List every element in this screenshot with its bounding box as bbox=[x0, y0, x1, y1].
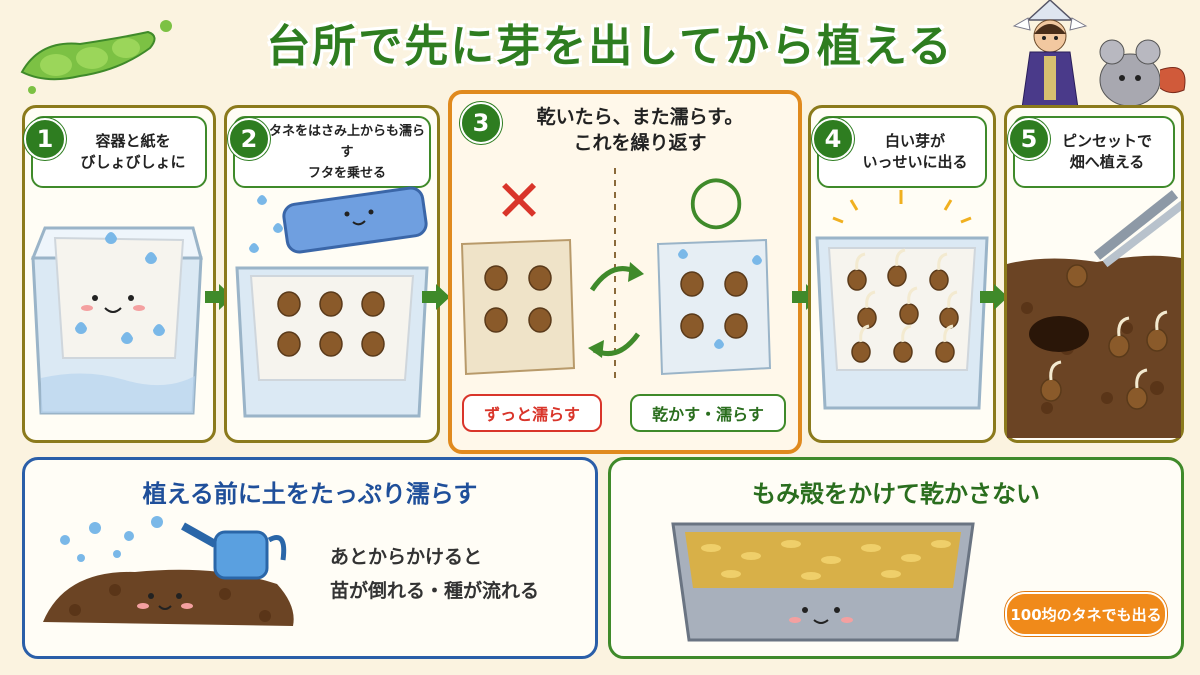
step-4-card: 白い芽が いっせいに出る bbox=[808, 105, 996, 443]
husk-tip-title: もみ殻をかけて乾かさない bbox=[752, 480, 1040, 508]
sprouts-container-illustration bbox=[815, 190, 989, 410]
husk-tip-panel: もみ殻をかけて乾かさない 100均のタネでも出る bbox=[608, 457, 1184, 659]
step-1-line-2: びしょびしょに bbox=[80, 153, 186, 171]
step-1-header: 容器と紙を びしょびしょに bbox=[31, 116, 207, 188]
characters-illustration bbox=[1012, 0, 1186, 109]
step-3-line-2: これを繰り返す bbox=[573, 132, 707, 154]
step-5-number: 5 bbox=[1008, 118, 1050, 160]
soil-tip-title: 植える前に土をたっぷり濡らす bbox=[142, 480, 478, 508]
step-2-number: 2 bbox=[228, 118, 270, 160]
wet-container-illustration bbox=[30, 226, 203, 415]
good-mark: ○ bbox=[687, 160, 745, 237]
seeds-container-illustration bbox=[235, 186, 429, 418]
page-title: 台所で先に芽を出してから植える bbox=[266, 21, 954, 72]
step-4-line-1: 白い芽が bbox=[884, 132, 945, 150]
bad-mark: ✕ bbox=[494, 167, 544, 235]
step-2-header: タネをはさみ上からも濡らす フタを乗せる bbox=[233, 116, 431, 188]
step-5-card: ピンセットで 畑へ植える bbox=[1004, 105, 1184, 443]
step-4-number: 4 bbox=[812, 118, 854, 160]
step-2-line-2: フタを乗せる bbox=[307, 165, 386, 181]
step-3-comparison-illustration bbox=[460, 168, 772, 384]
step-3-number: 3 bbox=[460, 102, 502, 144]
cheap-seeds-badge: 100均のタネでも出る bbox=[1005, 592, 1167, 636]
step-1-card: 容器と紙を びしょびしょに bbox=[22, 105, 216, 443]
step-4-line-2: いっせいに出る bbox=[862, 153, 968, 171]
seed-group bbox=[277, 291, 385, 357]
step-1-line-1: 容器と紙を bbox=[95, 132, 171, 150]
bad-label: ずっと濡らす bbox=[462, 394, 602, 432]
rice-husk-tray-illustration bbox=[671, 522, 975, 642]
planting-illustration bbox=[1007, 190, 1181, 438]
soil-note-line-1: あとからかけると bbox=[330, 546, 483, 568]
step-5-line-1: ピンセットで bbox=[1061, 132, 1152, 150]
step-3-header: 乾いたら、また濡らす。 これを繰り返す bbox=[458, 96, 792, 164]
step-3-card: 乾いたら、また濡らす。 これを繰り返す bbox=[448, 90, 802, 454]
arrow-right-icon bbox=[422, 284, 450, 310]
step-1-number: 1 bbox=[24, 118, 66, 160]
step-3-line-1: 乾いたら、また濡らす。 bbox=[536, 106, 744, 128]
watering-soil-illustration bbox=[43, 516, 294, 626]
step-2-card: タネをはさみ上からも濡らす フタを乗せる bbox=[224, 105, 440, 443]
soil-note-line-2: 苗が倒れる・種が流れる bbox=[330, 580, 540, 602]
edamame-pod-icon bbox=[20, 20, 172, 94]
soil-tip-panel: 植える前に土をたっぷり濡らす あとからかけると 苗が倒れる・種が流れる bbox=[22, 457, 598, 659]
good-label: 乾かす・濡らす bbox=[630, 394, 786, 432]
step-2-line-1: タネをはさみ上からも濡らす bbox=[268, 123, 425, 160]
arrow-right-icon bbox=[980, 284, 1008, 310]
step-5-line-2: 畑へ植える bbox=[1069, 153, 1145, 171]
